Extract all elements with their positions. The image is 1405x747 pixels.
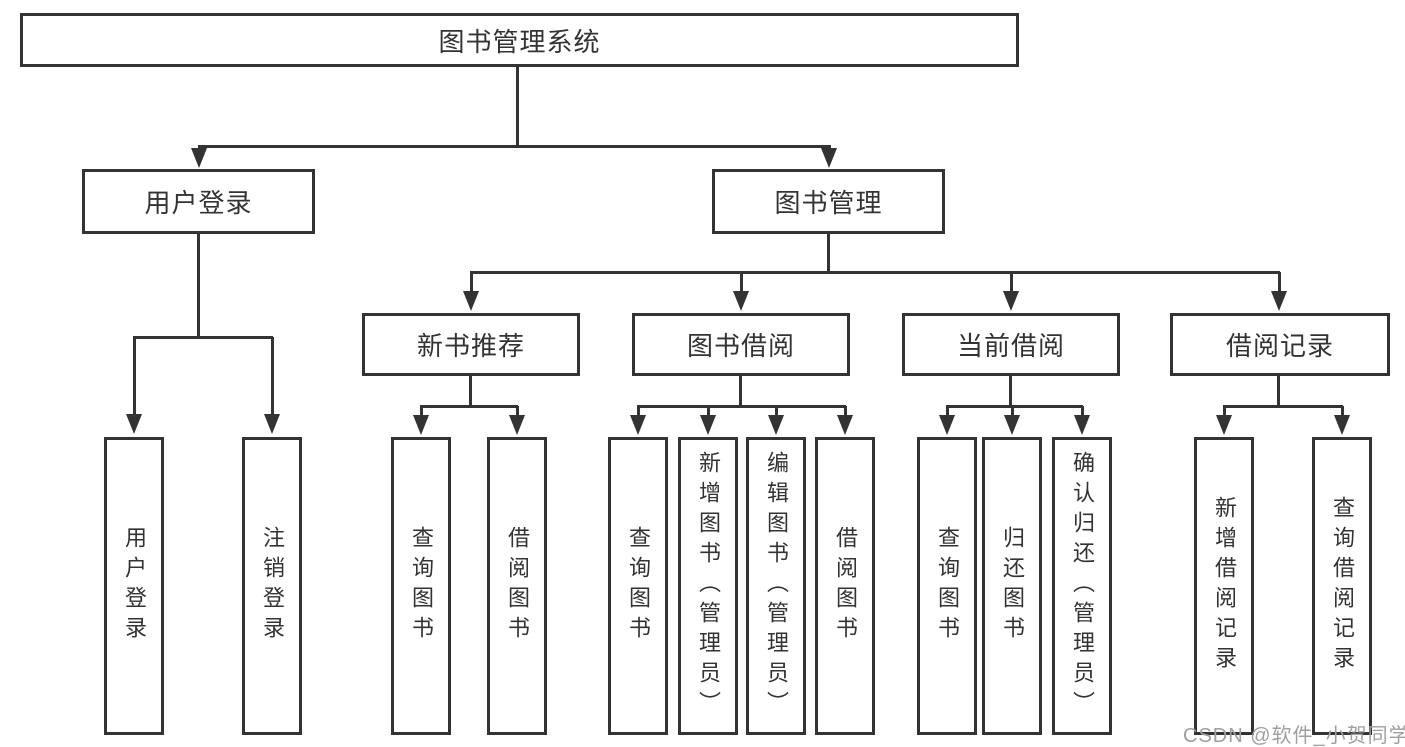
leaf-confirm-return-admin-label: 确认归还（管理员） — [1070, 451, 1095, 721]
node-new-book-recommend-label: 新书推荐 — [416, 331, 525, 361]
leaf-query-borrow-record: 查询借阅记录 — [1312, 437, 1372, 735]
arrow-down-icon — [768, 406, 784, 435]
leaf-query-books-recommend: 查询图书 — [391, 437, 451, 735]
node-book-borrowing-label: 图书借阅 — [686, 331, 795, 361]
arrow-down-icon — [939, 406, 955, 435]
connector-borrowing-stem — [739, 376, 742, 407]
connector-userlogin-stem — [197, 233, 200, 337]
node-current-borrowing: 当前借阅 — [902, 313, 1120, 376]
leaf-borrow-books-label: 借阅图书 — [833, 526, 858, 646]
leaf-edit-book-admin: 编辑图书（管理员） — [746, 437, 806, 735]
arrow-down-icon — [264, 337, 280, 434]
arrow-down-icon — [1216, 406, 1232, 435]
arrow-down-icon — [733, 272, 749, 311]
leaf-logout-label: 注销登录 — [260, 526, 285, 646]
node-library-system: 图书管理系统 — [20, 13, 1019, 67]
leaf-confirm-return-admin: 确认归还（管理员） — [1052, 437, 1112, 735]
node-borrowing-records-label: 借阅记录 — [1225, 331, 1334, 361]
leaf-logout: 注销登录 — [242, 437, 302, 735]
arrow-down-icon — [700, 406, 716, 435]
arrow-down-icon — [630, 406, 646, 435]
leaf-user-login-label: 用户登录 — [122, 526, 147, 646]
node-book-management: 图书管理 — [712, 169, 945, 234]
connector-root-stem — [516, 67, 519, 146]
arrow-down-icon — [191, 146, 207, 168]
arrow-down-icon — [1334, 406, 1350, 435]
node-book-management-label: 图书管理 — [774, 188, 883, 218]
connector-current-stem — [1009, 376, 1012, 407]
leaf-query-books-borrowing: 查询图书 — [608, 437, 668, 735]
leaf-query-books-current-label: 查询图书 — [935, 526, 960, 646]
arrow-down-icon — [413, 406, 429, 435]
arrow-down-icon — [1074, 406, 1090, 435]
leaf-borrow-books-recommend: 借阅图书 — [487, 437, 547, 735]
arrow-down-icon — [126, 337, 142, 434]
arrow-down-icon — [1271, 272, 1287, 311]
arrow-down-icon — [1003, 272, 1019, 311]
leaf-edit-book-admin-label: 编辑图书（管理员） — [764, 451, 789, 721]
arrow-down-icon — [463, 272, 479, 311]
arrow-down-icon — [837, 406, 853, 435]
connector-borrowing-bar — [637, 405, 846, 408]
connector-root-bar — [198, 145, 831, 148]
connector-records-stem — [1277, 376, 1280, 407]
leaf-add-borrow-record: 新增借阅记录 — [1194, 437, 1254, 735]
leaf-add-book-admin-label: 新增图书（管理员） — [696, 451, 721, 721]
leaf-borrow-books-recommend-label: 借阅图书 — [505, 526, 530, 646]
connector-bookmgmt-stem — [827, 234, 830, 273]
leaf-query-books-current: 查询图书 — [917, 437, 977, 735]
node-user-login: 用户登录 — [82, 169, 315, 234]
connector-recommend-stem — [469, 376, 472, 407]
leaf-query-borrow-record-label: 查询借阅记录 — [1330, 496, 1355, 676]
node-book-borrowing: 图书借阅 — [632, 313, 850, 376]
node-current-borrowing-label: 当前借阅 — [956, 331, 1065, 361]
leaf-add-book-admin: 新增图书（管理员） — [678, 437, 738, 735]
node-library-system-label: 图书管理系统 — [438, 26, 601, 57]
leaf-borrow-books: 借阅图书 — [815, 437, 875, 735]
leaf-return-book-label: 归还图书 — [1000, 526, 1025, 646]
leaf-add-borrow-record-label: 新增借阅记录 — [1212, 496, 1237, 676]
leaf-query-books-recommend-label: 查询图书 — [409, 526, 434, 646]
node-user-login-label: 用户登录 — [144, 188, 253, 218]
arrow-down-icon — [1004, 406, 1020, 435]
leaf-user-login: 用户登录 — [104, 437, 164, 735]
connector-records-bar — [1223, 405, 1343, 408]
arrow-down-icon — [821, 146, 837, 168]
leaf-return-book: 归还图书 — [982, 437, 1042, 735]
connector-bookmgmt-bar — [470, 271, 1280, 274]
node-new-book-recommend: 新书推荐 — [362, 313, 580, 376]
csdn-watermark: CSDN @软件_小贺同学 — [1183, 725, 1405, 747]
leaf-query-books-borrowing-label: 查询图书 — [626, 526, 651, 646]
connector-recommend-bar — [420, 405, 518, 408]
node-borrowing-records: 借阅记录 — [1170, 313, 1390, 376]
arrow-down-icon — [509, 406, 525, 435]
connector-current-bar — [946, 405, 1083, 408]
connector-userlogin-bar — [133, 336, 273, 339]
